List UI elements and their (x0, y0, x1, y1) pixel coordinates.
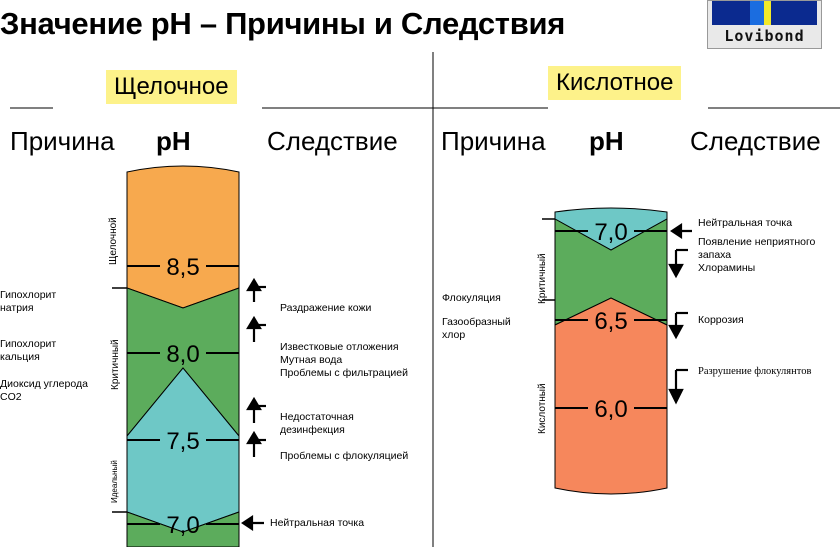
ph-value-8-0: 8,0 (166, 341, 199, 368)
alkaline-effect-header: Следствие (267, 126, 398, 156)
effect-neutral-point-left: Нейтральная точка (270, 517, 365, 529)
cause-flocculation: Флокуляция (442, 292, 501, 304)
ph-value-7-0: 7,0 (166, 512, 199, 539)
ph-value-6-5: 6,5 (594, 308, 627, 335)
lovibond-logo: Lovibond (707, 0, 822, 49)
ph-value-7-0-acid: 7,0 (594, 219, 627, 246)
page-title: Значение pH – Причины и Следствия (0, 6, 565, 41)
alkaline-label: Щелочное (106, 70, 237, 104)
ph-value-6-0: 6,0 (594, 396, 627, 423)
effect-flocculant-destruction: Разрушение флокулянтов (698, 366, 812, 377)
effect-flocculation-problems: Проблемы с флокуляцией (280, 450, 409, 462)
acidic-cause-header: Причина (441, 126, 546, 156)
alkaline-cause-header: Причина (10, 126, 115, 156)
effect-skin-irritation: Раздражение кожи (280, 302, 372, 314)
acidic-effect-header: Следствие (690, 126, 821, 156)
ph-value-8-5: 8,5 (166, 254, 199, 281)
effect-corrosion: Коррозия (698, 314, 744, 326)
zone-label-critical-right: Критичный (537, 253, 548, 304)
ph-value-7-5: 7,5 (166, 428, 199, 455)
effect-neutral-point-right: Нейтральная точка (698, 217, 793, 229)
zone-label-acidic: Кислотный (537, 383, 548, 434)
acidic-ph-header: pH (589, 126, 624, 156)
alkaline-ph-header: pH (156, 126, 191, 156)
logo-text: Lovibond (724, 27, 805, 45)
acidic-label: Кислотное (548, 66, 682, 100)
